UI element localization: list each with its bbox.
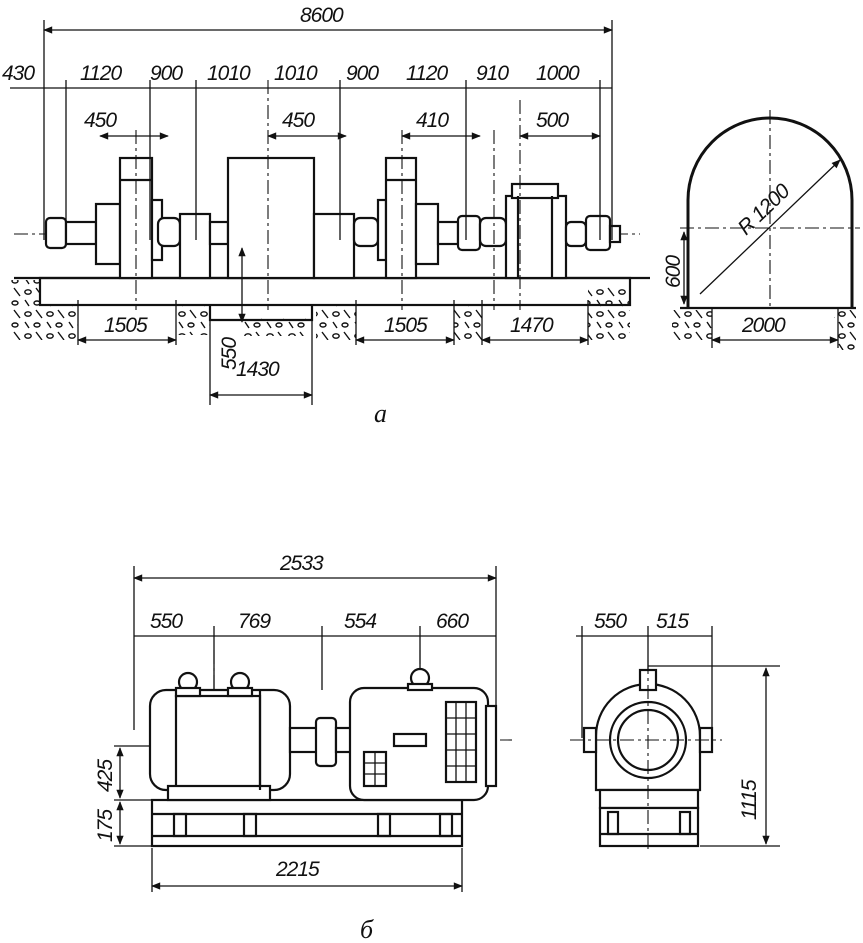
dim-900-a: 900 xyxy=(150,62,183,85)
terminal-box xyxy=(392,732,428,748)
machine-2-body xyxy=(384,156,418,280)
dim-1505-a: 1505 xyxy=(104,314,148,337)
coupling-b xyxy=(288,716,354,768)
exciter-top xyxy=(510,182,560,200)
foundation-slab xyxy=(10,276,650,340)
bearing-4 xyxy=(456,214,482,252)
dim-425: 425 xyxy=(94,759,117,792)
dim-1120-b: 1120 xyxy=(406,62,448,85)
eyebolt-3 xyxy=(406,667,434,692)
dim-1470: 1470 xyxy=(510,314,554,337)
machine-2-hub-r xyxy=(414,202,440,266)
soil-left xyxy=(10,280,40,340)
generator-body xyxy=(226,156,316,280)
motor-frame xyxy=(174,694,262,796)
drawing-a: 8600 430 1120 900 1010 1010 900 1120 910… xyxy=(2,4,860,428)
dim-side-1115: 1115 xyxy=(738,779,761,820)
dim-2215: 2215 xyxy=(275,858,320,881)
motor-b xyxy=(148,671,292,802)
dim-1010-b: 1010 xyxy=(274,62,318,85)
soil-3 xyxy=(316,305,356,340)
vent-grille-1 xyxy=(444,700,478,784)
eyebolt-2 xyxy=(226,671,254,698)
bearing-3 xyxy=(312,212,356,280)
shaft-seg-3 xyxy=(436,220,460,246)
dim-1010-a: 1010 xyxy=(207,62,251,85)
dim-radius: R 1200 xyxy=(733,179,794,239)
radius-line xyxy=(699,159,841,295)
dim-1000: 1000 xyxy=(536,62,580,85)
generator-body-b xyxy=(348,686,490,802)
soil-2 xyxy=(176,305,210,335)
dim-910: 910 xyxy=(476,62,509,85)
dimension-lines-a xyxy=(10,26,613,399)
pit-outline xyxy=(208,305,314,322)
dim-side-550: 550 xyxy=(594,610,627,633)
base-outline xyxy=(150,798,464,848)
dim-2533: 2533 xyxy=(279,552,324,575)
dim-900-b: 900 xyxy=(346,62,379,85)
drawing-b: 2533 550 769 554 660 2215 425 175 б 550 … xyxy=(94,552,780,943)
caption-b: б xyxy=(360,915,374,943)
machine-2-hub-l xyxy=(376,198,388,262)
coupling-4 xyxy=(564,220,588,248)
dim-660: 660 xyxy=(436,610,469,633)
machine-1-hub-l xyxy=(94,202,122,266)
motor-feet xyxy=(166,784,272,802)
dim-450-a: 450 xyxy=(84,109,117,132)
dim-450-b: 450 xyxy=(282,109,315,132)
dim-554: 554 xyxy=(344,610,376,633)
soil-5 xyxy=(588,285,630,340)
slab-outline xyxy=(38,276,632,307)
shaft-seg-1 xyxy=(64,220,98,246)
dim-500: 500 xyxy=(536,109,569,132)
bearing-1 xyxy=(44,216,68,250)
coupling-2 xyxy=(352,216,380,248)
dimension-lines-b xyxy=(116,574,497,890)
coupling-1 xyxy=(156,216,182,248)
tunnel-soil-l xyxy=(672,310,712,340)
shaft-end xyxy=(608,224,622,244)
side-feet xyxy=(598,788,700,810)
side-view-b: 550 515 1115 xyxy=(570,610,780,852)
soil-4 xyxy=(454,305,482,340)
soil-1 xyxy=(40,305,78,340)
dim-2000: 2000 xyxy=(741,314,786,337)
machine-train xyxy=(44,156,622,280)
generator-b xyxy=(348,667,498,802)
dim-430: 430 xyxy=(2,62,35,85)
side-base xyxy=(598,806,700,848)
soil-pit xyxy=(240,318,310,336)
dim-1430: 1430 xyxy=(236,358,280,381)
base-frame-b xyxy=(150,798,464,848)
coupling-3 xyxy=(478,216,508,248)
dim-600: 600 xyxy=(662,255,685,288)
dim-side-515: 515 xyxy=(656,610,689,633)
dim-175: 175 xyxy=(94,809,117,842)
dim-410: 410 xyxy=(416,109,449,132)
dim-b-550: 550 xyxy=(150,610,183,633)
bearing-5 xyxy=(584,214,612,252)
bearing-2 xyxy=(178,212,212,280)
tunnel-soil-r xyxy=(834,310,856,350)
dim-1505-b: 1505 xyxy=(384,314,428,337)
tunnel-section: R 1200 600 2000 xyxy=(662,110,860,350)
dim-8600: 8600 xyxy=(300,4,344,27)
dim-769: 769 xyxy=(238,610,271,633)
dim-1120-a: 1120 xyxy=(80,62,122,85)
eyebolt-1 xyxy=(174,671,202,698)
shaft-seg-2 xyxy=(208,220,230,246)
exciter-body xyxy=(504,194,568,280)
caption-a: а xyxy=(374,399,387,428)
generator-end xyxy=(484,704,498,788)
dim-550: 550 xyxy=(218,337,241,370)
